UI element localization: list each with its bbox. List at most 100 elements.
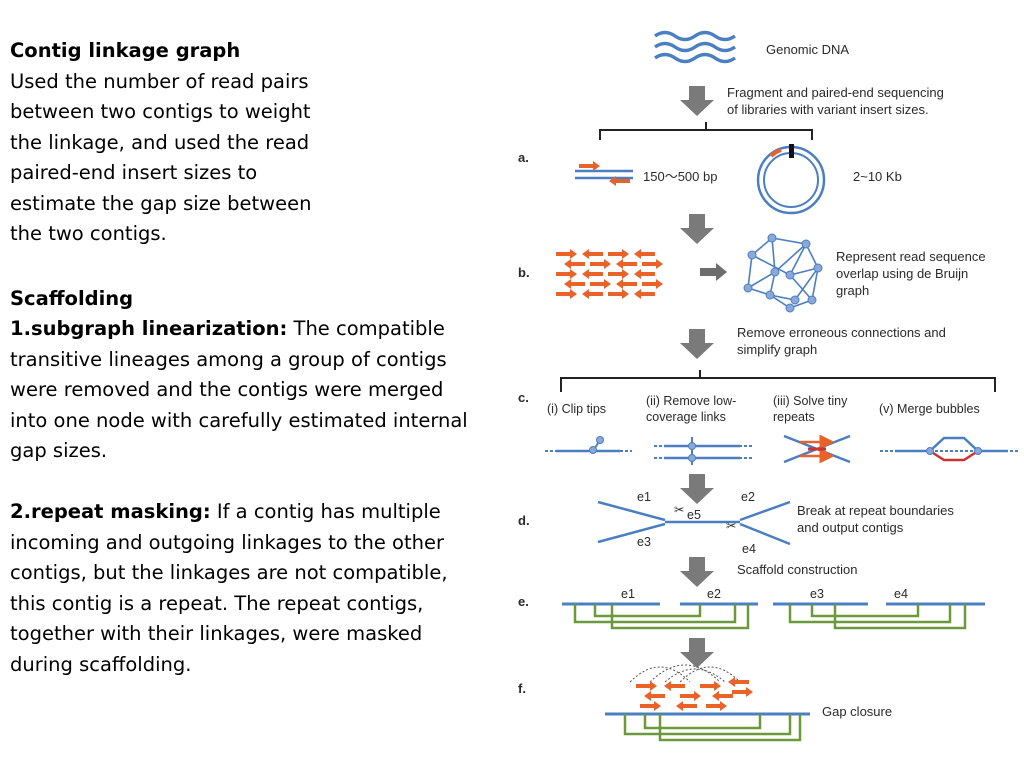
scaffold-edge-label: e4 xyxy=(894,587,908,601)
scaffold-left-icon xyxy=(562,602,758,630)
break-repeat-label: and output contigs xyxy=(797,520,904,535)
linkage-line: the two contigs. xyxy=(10,222,167,245)
assembly-diagram: Genomic DNA Fragment and paired-end sequ… xyxy=(518,30,1020,742)
gap-read-arrow-icon xyxy=(680,691,701,701)
graph-node xyxy=(770,267,780,277)
edge-label: e2 xyxy=(741,490,755,504)
repeat-break-icon xyxy=(597,500,791,546)
scissors-icon: ✂ xyxy=(674,503,685,517)
linkage-line: paired-end insert sizes to xyxy=(10,161,258,184)
long-insert-label: 2~10 Kb xyxy=(853,169,902,184)
graph-node xyxy=(813,263,823,273)
debruijn-label: Represent read sequence xyxy=(836,249,986,264)
gap-reads xyxy=(636,677,753,711)
edge-label: e4 xyxy=(742,542,756,556)
solve-repeats-label: repeats xyxy=(773,410,815,424)
read-arrow-icon xyxy=(634,269,655,279)
read-arrow-icon xyxy=(556,249,577,259)
step2-line: contigs, but the linkages are not compat… xyxy=(10,561,448,584)
step1-line: were removed and the contigs were merged xyxy=(10,378,444,401)
read-arrow-icon xyxy=(556,269,577,279)
step2-line: this contig is a repeat. The repeat cont… xyxy=(10,591,424,615)
gap-read-arrow-icon xyxy=(676,701,697,711)
break-repeat-label: Break at repeat boundaries xyxy=(797,503,954,518)
gap-read-arrow-icon xyxy=(664,681,685,691)
step1-first: The compatible xyxy=(287,317,445,340)
step1-line: 1.subgraph linearization: The compatible xyxy=(10,314,510,345)
graph-node xyxy=(785,303,795,313)
scaffolding-section: Scaffolding 1.subgraph linearization: Th… xyxy=(10,284,510,681)
debruijn-label: graph xyxy=(836,283,869,298)
step2-line: during scaffolding. xyxy=(10,652,192,676)
scaffold-edge-label: e3 xyxy=(810,587,824,601)
linkage-section: Contig linkage graph Used the number of … xyxy=(10,36,510,250)
gap-read-arrow-icon xyxy=(636,681,657,691)
bracket xyxy=(599,122,813,140)
graph-node xyxy=(767,233,777,243)
linkage-title: Contig linkage graph xyxy=(10,39,241,62)
read-arrow-icon xyxy=(616,259,637,269)
edge-label: e1 xyxy=(637,490,651,504)
short-insert-icon xyxy=(575,161,633,186)
scaffold-edge-label: e1 xyxy=(621,587,635,601)
graph-nodes xyxy=(743,233,823,313)
step2-line: 2.repeat masking: If a contig has multip… xyxy=(10,497,510,528)
read-arrow-icon xyxy=(634,249,655,259)
step1-line: gap sizes. xyxy=(10,439,108,462)
graph-node xyxy=(747,250,757,260)
fragment-label: Fragment and paired-end sequencing xyxy=(727,85,944,100)
read-arrow-icon xyxy=(608,249,629,259)
graph-node xyxy=(801,239,811,249)
read-arrow-icon xyxy=(634,289,655,299)
down-arrow-icon xyxy=(680,86,714,116)
scaffolding-title: Scaffolding xyxy=(10,286,134,310)
merge-bubbles-label: (v) Merge bubbles xyxy=(879,402,980,416)
gap-read-arrow-icon xyxy=(706,701,727,711)
scissors-icon: ✂ xyxy=(726,519,737,533)
short-insert-label: 150～500 bp xyxy=(643,169,717,184)
scaffold-label: Scaffold construction xyxy=(737,562,857,577)
genomic-dna-label: Genomic DNA xyxy=(766,42,849,57)
panel-d-label: d. xyxy=(518,513,530,528)
linkage-line: the linkage, and used the read xyxy=(10,130,310,154)
read-arrow-icon xyxy=(642,279,663,289)
step1-line: transitive lineages among a group of con… xyxy=(10,347,447,371)
panel-f-label: f. xyxy=(518,681,526,696)
read-arrow-icon xyxy=(556,289,577,299)
graph-node xyxy=(765,290,775,300)
panel-e-label: e. xyxy=(518,594,529,609)
debruijn-graph-icon xyxy=(747,237,820,309)
linkage-line: estimate the gap size between xyxy=(10,191,312,215)
read-arrow-icon xyxy=(564,259,585,269)
gap-read-arrow-icon xyxy=(712,691,733,701)
remove-links-icon xyxy=(654,437,752,465)
scaffold-edge-label: e2 xyxy=(707,587,721,601)
read-arrow-icon xyxy=(608,289,629,299)
step2-line: incoming and outgoing linkages to the ot… xyxy=(10,530,445,554)
reads-cluster xyxy=(556,249,663,299)
right-arrow-icon xyxy=(700,263,727,281)
read-arrow-icon xyxy=(582,269,603,279)
read-arrow-icon xyxy=(590,259,611,269)
down-arrow-icon xyxy=(680,329,714,359)
down-arrow-icon xyxy=(680,214,714,244)
remove-links-label: coverage links xyxy=(646,410,726,424)
panel-b-label: b. xyxy=(518,265,530,280)
solve-repeats-label: (iii) Solve tiny xyxy=(773,394,848,408)
debruijn-label: overlap using de Bruijn xyxy=(836,266,968,281)
gap-read-arrow-icon xyxy=(732,687,753,697)
fragment-label: of libraries with variant insert sizes. xyxy=(727,102,929,117)
panel-c-label: c. xyxy=(518,390,529,405)
gap-read-arrow-icon xyxy=(728,677,749,687)
step2-first: If a contig has multiple xyxy=(210,500,441,523)
graph-node xyxy=(790,295,800,305)
circular-library-icon xyxy=(756,144,826,215)
down-arrow-icon xyxy=(680,557,714,587)
linkage-line: between two contigs to weight xyxy=(10,100,311,123)
edge-label: e3 xyxy=(637,535,651,549)
remove-errors-label: simplify graph xyxy=(737,342,817,357)
gap-closure-icon xyxy=(605,664,810,742)
clip-tips-label: (i) Clip tips xyxy=(547,402,606,416)
step1-line: into one node with carefully estimated i… xyxy=(10,408,468,432)
graph-node xyxy=(743,283,753,293)
